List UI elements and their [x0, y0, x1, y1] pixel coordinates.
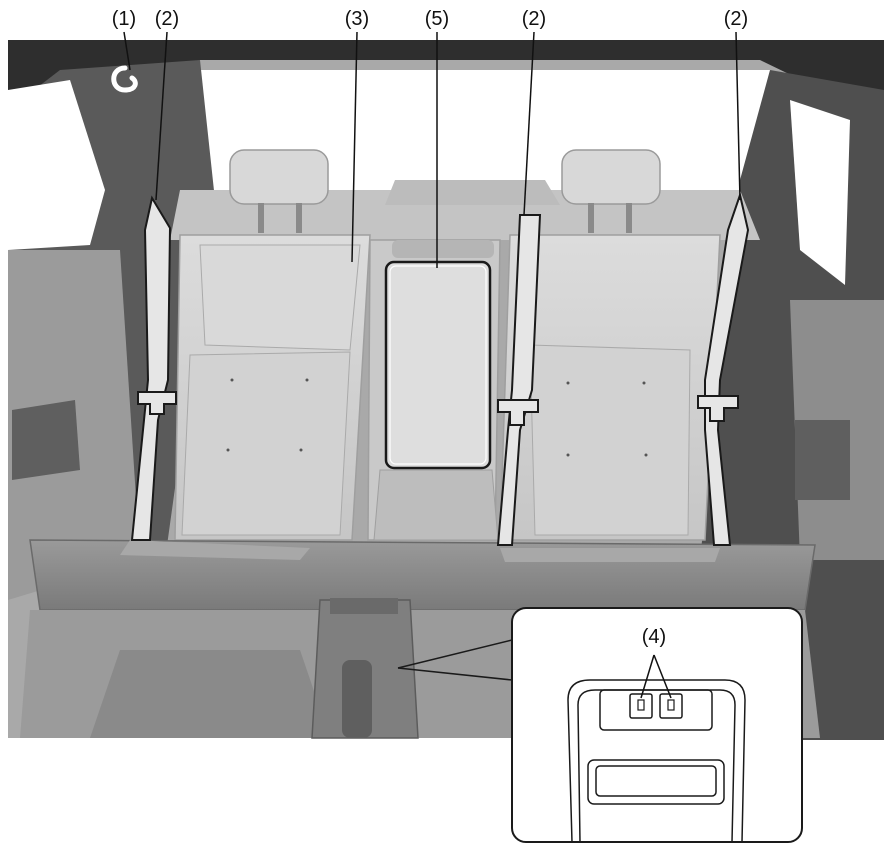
callout-4: (4) [641, 626, 667, 648]
leader-lines [123, 31, 741, 699]
leader-2-left [155, 31, 168, 201]
usb-inset-panel [511, 607, 803, 843]
leader-2-center [523, 31, 535, 216]
shelf-vent [385, 180, 560, 205]
coat-hook [111, 65, 138, 93]
right-door-window [790, 100, 850, 285]
console-outline [567, 679, 746, 843]
seat-dimples [226, 378, 648, 457]
leader-3 [351, 31, 358, 263]
callout-5: (5) [424, 8, 450, 30]
usb-port-left [629, 693, 653, 719]
callout-2-right: (2) [723, 8, 749, 30]
leader-1 [123, 31, 131, 71]
seat-belt-left [130, 195, 172, 541]
leader-4a [640, 654, 655, 699]
usb-ports [629, 693, 683, 719]
headliner [8, 40, 884, 120]
leader-2-right [735, 31, 741, 201]
left-door-window [8, 80, 105, 250]
left-door-handle [12, 400, 80, 480]
usb-port-left-icon [637, 699, 645, 711]
center-armrest [384, 260, 492, 470]
seat-belt-right [704, 191, 750, 546]
inset-pointer-upper [397, 639, 513, 669]
inset-pointer-lower [397, 667, 513, 681]
callout-3: (3) [344, 8, 370, 30]
belt-guides [137, 391, 739, 426]
right-door-handle [795, 420, 850, 500]
left-headrest [229, 149, 329, 205]
right-headrest [561, 149, 661, 205]
usb-port-right-icon [667, 699, 675, 711]
leader-4b [653, 654, 672, 699]
callout-2-center: (2) [521, 8, 547, 30]
callout-1: (1) [111, 8, 137, 30]
usb-port-right [659, 693, 683, 719]
callout-2-left: (2) [154, 8, 180, 30]
